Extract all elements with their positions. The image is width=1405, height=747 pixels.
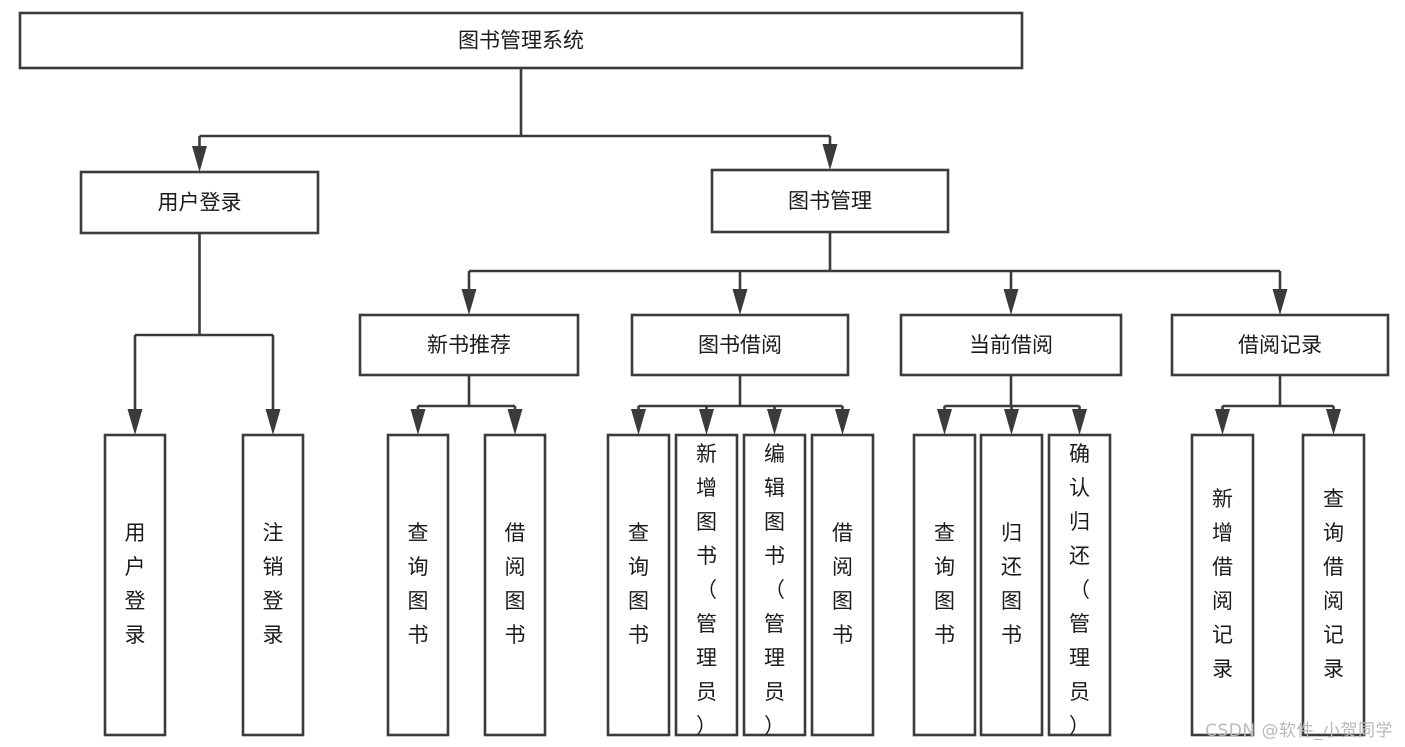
arrow-head-icon bbox=[1215, 409, 1230, 435]
edge-group-book-manage bbox=[461, 232, 1288, 315]
node-label: 借阅图书 bbox=[505, 521, 526, 647]
edge-group-current-borrow bbox=[937, 375, 1087, 435]
arrow-head-icon bbox=[461, 289, 477, 315]
node-box[interactable] bbox=[899, 313, 1123, 377]
node-box[interactable] bbox=[386, 433, 450, 737]
arrow-head-icon bbox=[265, 409, 281, 435]
node-leaf-query-book-rec[interactable]: 查询图书 bbox=[386, 433, 450, 737]
node-label: 用户登录 bbox=[125, 521, 146, 647]
node-label: 图书借阅 bbox=[698, 333, 782, 357]
arrow-head-icon bbox=[822, 144, 838, 170]
arrow-head-icon bbox=[1272, 289, 1288, 315]
node-leaf-return-book[interactable]: 归还图书 bbox=[979, 433, 1044, 737]
node-root[interactable]: 图书管理系统 bbox=[18, 11, 1024, 70]
node-box[interactable] bbox=[79, 170, 320, 235]
node-label: 注销登录 bbox=[263, 521, 284, 647]
node-leaf-query-book-cur[interactable]: 查询图书 bbox=[912, 433, 977, 737]
node-label: 借阅图书 bbox=[832, 521, 853, 647]
node-leaf-logout[interactable]: 注销登录 bbox=[241, 433, 305, 737]
edge-group-book-borrow bbox=[631, 375, 850, 435]
arrow-head-icon bbox=[699, 409, 714, 435]
arrow-head-icon bbox=[631, 409, 646, 435]
arrow-head-icon bbox=[192, 146, 207, 172]
node-box[interactable] bbox=[1190, 433, 1255, 737]
node-leaf-borrow-book[interactable]: 借阅图书 bbox=[810, 433, 875, 737]
node-box[interactable] bbox=[103, 433, 167, 737]
node-box[interactable] bbox=[606, 433, 671, 737]
node-label: 归还图书 bbox=[1001, 521, 1022, 647]
arrow-head-icon bbox=[732, 289, 748, 315]
node-label: 新增图书（管理员） bbox=[696, 442, 717, 738]
node-box[interactable] bbox=[483, 433, 547, 737]
node-label: 编辑图书（管理员） bbox=[764, 442, 785, 738]
node-leaf-query-book-borrow[interactable]: 查询图书 bbox=[606, 433, 671, 737]
node-label: 查询图书 bbox=[628, 521, 649, 647]
node-box[interactable] bbox=[912, 433, 977, 737]
node-box[interactable] bbox=[1170, 313, 1390, 377]
node-box[interactable] bbox=[979, 433, 1044, 737]
node-box[interactable] bbox=[630, 313, 850, 377]
node-box[interactable] bbox=[710, 168, 950, 234]
node-label: 当前借阅 bbox=[969, 333, 1053, 357]
node-leaf-confirm-return-admin[interactable]: 确认归还（管理员） bbox=[1047, 433, 1112, 738]
edge-group-user-login bbox=[127, 233, 281, 435]
node-label: 图书管理系统 bbox=[458, 29, 584, 53]
node-label: 新书推荐 bbox=[427, 333, 511, 357]
arrow-head-icon bbox=[835, 409, 850, 435]
node-leaf-add-book-admin[interactable]: 新增图书（管理员） bbox=[674, 433, 739, 738]
node-leaf-user-login[interactable]: 用户登录 bbox=[103, 433, 167, 737]
node-user-login[interactable]: 用户登录 bbox=[79, 170, 320, 235]
node-label: 用户登录 bbox=[158, 191, 242, 215]
node-leaf-add-borrow-record[interactable]: 新增借阅记录 bbox=[1190, 433, 1255, 737]
node-new-book-recommend[interactable]: 新书推荐 bbox=[358, 313, 580, 377]
arrow-head-icon bbox=[507, 409, 523, 435]
node-box[interactable] bbox=[742, 433, 807, 737]
node-box[interactable] bbox=[674, 433, 739, 737]
node-label: 查询图书 bbox=[408, 521, 429, 647]
edge-group-borrow-record bbox=[1215, 375, 1341, 435]
edge-group-root bbox=[192, 68, 838, 172]
node-box[interactable] bbox=[241, 433, 305, 737]
node-box[interactable] bbox=[810, 433, 875, 737]
node-label: 查询图书 bbox=[934, 521, 955, 647]
node-box[interactable] bbox=[358, 313, 580, 377]
node-label: 确认归还（管理员） bbox=[1069, 442, 1090, 738]
node-label: 查询借阅记录 bbox=[1323, 487, 1344, 681]
arrow-head-icon bbox=[767, 409, 782, 435]
node-book-borrow[interactable]: 图书借阅 bbox=[630, 313, 850, 377]
arrow-head-icon bbox=[1003, 289, 1019, 315]
node-leaf-edit-book-admin[interactable]: 编辑图书（管理员） bbox=[742, 433, 807, 738]
node-borrow-record[interactable]: 借阅记录 bbox=[1170, 313, 1390, 377]
csdn-watermark: CSDN @软件_小贺同学 bbox=[1205, 721, 1393, 741]
arrow-head-icon bbox=[937, 409, 952, 435]
arrow-head-icon bbox=[1004, 409, 1019, 435]
arrow-head-icon bbox=[1326, 409, 1341, 435]
node-current-borrow[interactable]: 当前借阅 bbox=[899, 313, 1123, 377]
node-label: 新增借阅记录 bbox=[1212, 487, 1233, 681]
node-book-manage[interactable]: 图书管理 bbox=[710, 168, 950, 234]
node-label: 图书管理 bbox=[788, 189, 872, 213]
node-leaf-borrow-book-rec[interactable]: 借阅图书 bbox=[483, 433, 547, 737]
node-box[interactable] bbox=[1301, 433, 1366, 737]
node-leaf-query-borrow-record[interactable]: 查询借阅记录 bbox=[1301, 433, 1366, 737]
node-box[interactable] bbox=[18, 11, 1024, 70]
node-box[interactable] bbox=[1047, 433, 1112, 737]
nodes-layer: 图书管理系统用户登录图书管理新书推荐图书借阅当前借阅借阅记录用户登录注销登录查询… bbox=[18, 11, 1390, 738]
edges-layer bbox=[127, 68, 1341, 435]
arrow-head-icon bbox=[127, 409, 143, 435]
arrow-head-icon bbox=[1072, 409, 1087, 435]
edge-group-new-book-recommend bbox=[410, 375, 523, 435]
node-label: 借阅记录 bbox=[1238, 333, 1322, 357]
arrow-head-icon bbox=[410, 409, 426, 435]
